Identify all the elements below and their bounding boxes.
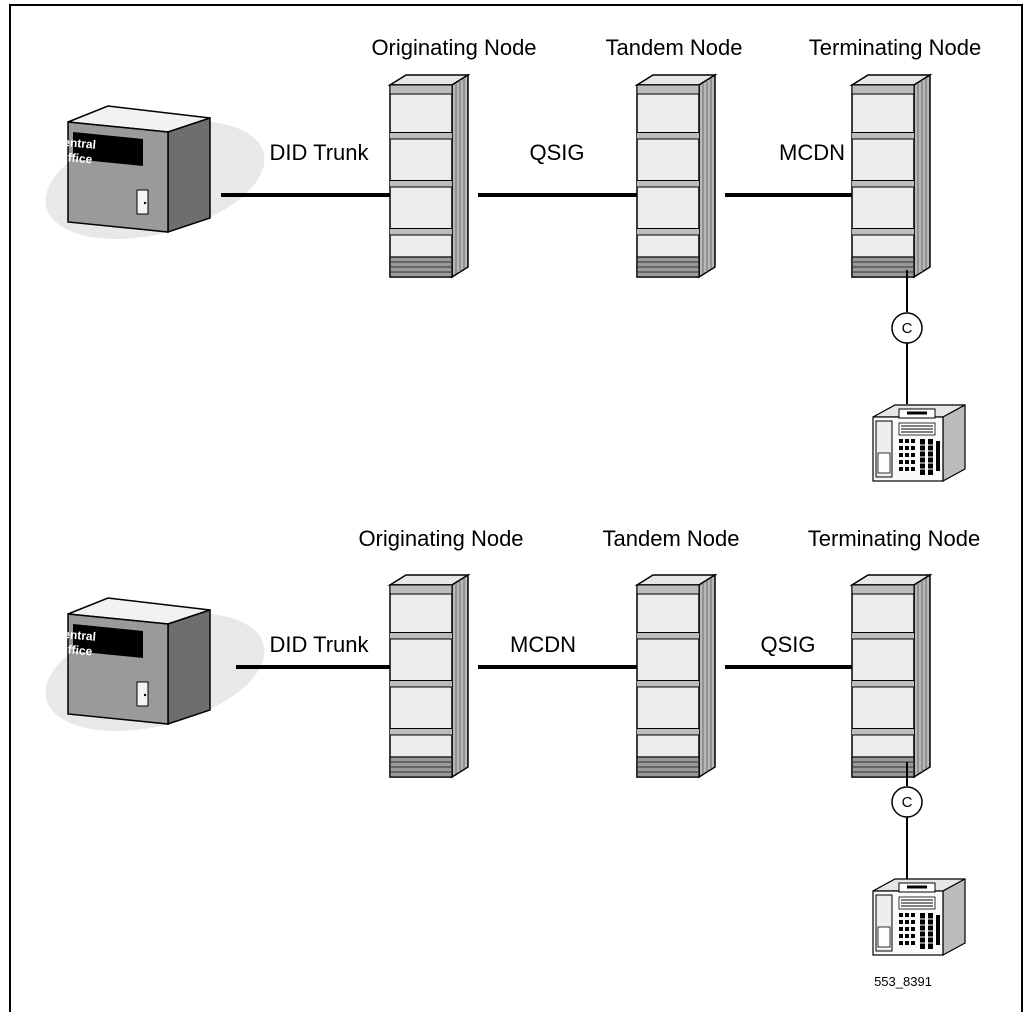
diagram-top: Central Office Originating Node Tandem N…	[32, 35, 981, 483]
link-label-1: DID Trunk	[269, 140, 369, 165]
terminating-node-cabinet	[851, 574, 931, 778]
figure-frame	[9, 4, 1023, 1012]
terminating-node-label: Terminating Node	[809, 35, 981, 60]
tandem-node-label: Tandem Node	[603, 526, 740, 551]
tandem-node-label: Tandem Node	[606, 35, 743, 60]
central-office-label-line2: Office	[58, 150, 93, 167]
figure-id: 553_8391	[874, 974, 932, 989]
originating-node-cabinet	[389, 574, 469, 778]
connector-label: C	[902, 320, 913, 337]
terminating-node-label: Terminating Node	[808, 526, 980, 551]
tandem-node-cabinet	[636, 574, 716, 778]
central-office-icon	[32, 99, 278, 261]
originating-node-label: Originating Node	[371, 35, 536, 60]
central-office-label-line1: Central	[54, 626, 96, 644]
link-label-1: DID Trunk	[269, 632, 369, 657]
connector-label: C	[902, 794, 913, 811]
link-label-3: MCDN	[779, 140, 845, 165]
telephone-icon	[871, 877, 967, 957]
originating-node-cabinet	[389, 74, 469, 278]
telephone-icon	[871, 403, 967, 483]
link-label-2: MCDN	[510, 632, 576, 657]
link-label-3: QSIG	[760, 632, 815, 657]
central-office-icon	[32, 591, 278, 753]
diagram-bottom: Central Office Originating Node Tandem N…	[32, 526, 980, 957]
link-label-2: QSIG	[529, 140, 584, 165]
central-office-label-line2: Office	[58, 642, 93, 659]
central-office-label-line1: Central	[54, 134, 96, 152]
terminating-node-cabinet	[851, 74, 931, 278]
originating-node-label: Originating Node	[358, 526, 523, 551]
tandem-node-cabinet	[636, 74, 716, 278]
